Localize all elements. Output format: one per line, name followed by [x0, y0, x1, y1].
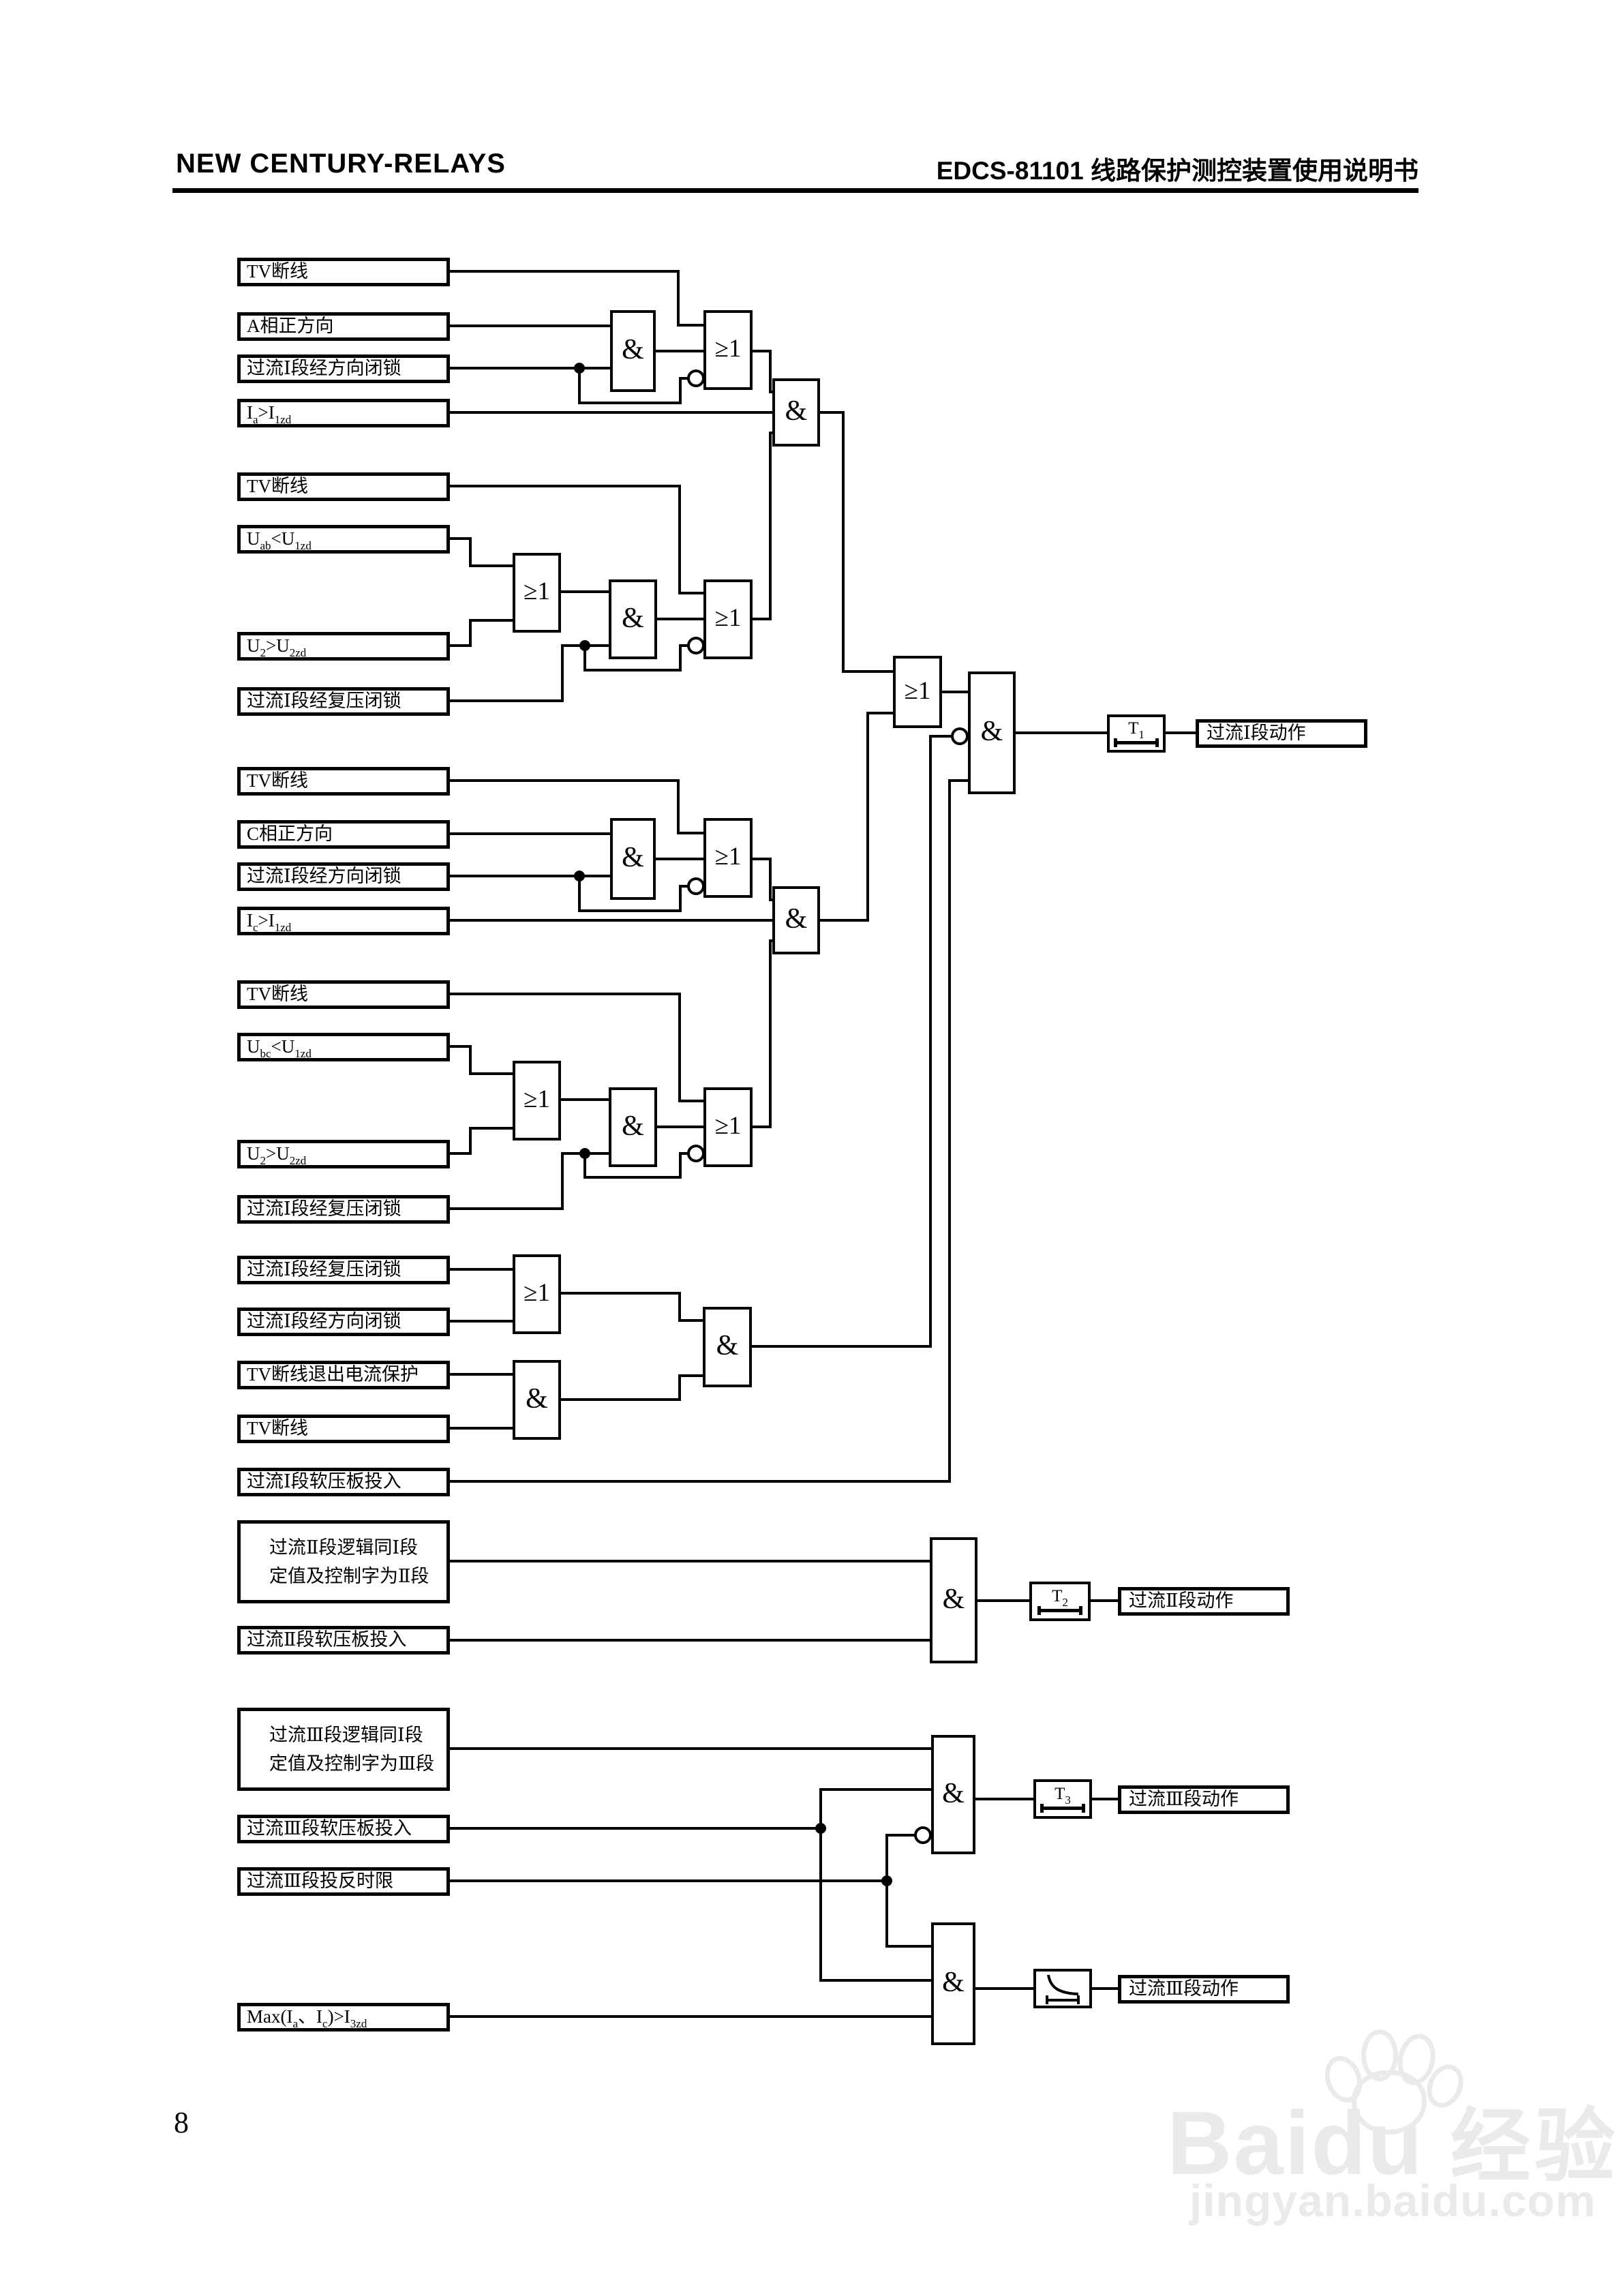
input-stage3-logic-setting: 过流Ⅲ段逻辑同Ⅰ段 定值及控制字为Ⅲ段 — [237, 1708, 450, 1791]
input-tv-broken-1: TV断线 — [237, 258, 450, 286]
input-stage1-voltage-block-2: 过流Ⅰ段经复压闭锁 — [237, 1195, 450, 1224]
wires — [449, 270, 1196, 2018]
input-stage1-direction-block-3: 过流Ⅰ段经方向闭锁 — [237, 1308, 450, 1336]
input-max-current-over-setting: Max(Ia、Ic)>I3zd — [237, 2003, 450, 2031]
delay-symbol-icon — [1037, 1605, 1082, 1615]
or-gate-phase-a-direction: ≥1 — [703, 310, 753, 390]
input-phase-c-forward: C相正方向 — [237, 820, 450, 849]
and-gate-phase-c-direction: & — [610, 818, 656, 900]
or-gate-phase-c-voltage-release: ≥1 — [703, 1087, 753, 1167]
inverse-time-curve-icon — [1046, 1974, 1080, 2004]
input-stage1-soft-plate: 过流Ⅰ段软压板投入 — [237, 1468, 450, 1496]
and-gate-phase-c-voltage: & — [609, 1087, 657, 1167]
and-gate-stage1-output: & — [968, 671, 1016, 794]
output-stage1-trip: 过流Ⅰ段动作 — [1196, 719, 1367, 748]
input-tv-broken-3: TV断线 — [237, 767, 450, 796]
input-tv-broken-exit-protection: TV断线退出电流保护 — [237, 1361, 450, 1389]
watermark-brand-suffix: 经验 — [1450, 2102, 1620, 2192]
input-tv-broken-2: TV断线 — [237, 472, 450, 501]
or-gate-stage1-phases: ≥1 — [893, 656, 942, 728]
output-stage3-trip-inverse: 过流Ⅲ段动作 — [1118, 1975, 1290, 2004]
output-stage3-trip-definite: 过流Ⅲ段动作 — [1118, 1785, 1290, 1814]
inverse-time-element — [1033, 1969, 1092, 2008]
or-gate-phase-a-voltage: ≥1 — [513, 553, 561, 633]
input-stage3-inverse-time-enabled: 过流Ⅲ段投反时限 — [237, 1867, 450, 1896]
input-u2-over-setting-2: U2>U2zd — [237, 1140, 450, 1168]
inverter-circles — [687, 369, 969, 1844]
input-phase-a-forward: A相正方向 — [237, 312, 450, 341]
input-stage2-soft-plate: 过流Ⅱ段软压板投入 — [237, 1626, 450, 1655]
baidu-paw-icon — [1318, 2028, 1470, 2134]
output-stage2-trip: 过流Ⅱ段动作 — [1118, 1587, 1290, 1616]
input-ia-over-setting: Ia>I1zd — [237, 399, 450, 427]
input-u2-over-setting-1: U2>U2zd — [237, 632, 450, 661]
and-gate-stage3-inverse-time: & — [931, 1922, 975, 2045]
input-stage1-voltage-block-1: 过流Ⅰ段经复压闭锁 — [237, 687, 450, 716]
header-company: NEW CENTURY-RELAYS — [176, 149, 506, 179]
and-gate-phase-a-voltage: & — [609, 579, 657, 659]
and-gate-phase-c-trip: & — [772, 886, 820, 954]
input-tv-broken-4: TV断线 — [237, 980, 450, 1009]
and-gate-phase-a-direction: & — [610, 310, 656, 392]
or-gate-blocking: ≥1 — [513, 1254, 561, 1334]
junction-dots — [574, 363, 892, 1886]
input-stage1-direction-block-2: 过流Ⅰ段经方向闭锁 — [237, 862, 450, 891]
timer-t3: T3 — [1033, 1779, 1092, 1819]
delay-symbol-icon — [1114, 738, 1159, 747]
input-stage2-logic-setting: 过流Ⅱ段逻辑同Ⅰ段 定值及控制字为Ⅱ段 — [237, 1520, 450, 1603]
and-gate-blocking-combine: & — [703, 1307, 752, 1387]
timer-t2: T2 — [1029, 1582, 1091, 1621]
or-gate-phase-a-voltage-release: ≥1 — [703, 579, 753, 659]
and-gate-tv-blocking: & — [513, 1360, 561, 1440]
page-number: 8 — [174, 2106, 189, 2139]
watermark-brand: Baidu 经验 — [1167, 2093, 1620, 2193]
delay-symbol-icon — [1040, 1803, 1085, 1813]
input-tv-broken-5: TV断线 — [237, 1415, 450, 1443]
or-gate-phase-c-voltage: ≥1 — [513, 1061, 561, 1141]
input-stage3-soft-plate: 过流Ⅲ段软压板投入 — [237, 1815, 450, 1843]
and-gate-stage3-definite-time: & — [931, 1735, 975, 1854]
input-uab-under-setting: Uab<U1zd — [237, 525, 450, 554]
watermark-url: jingyan.baidu.com — [1189, 2175, 1596, 2226]
header-rule — [172, 188, 1419, 193]
input-ic-over-setting: Ic>I1zd — [237, 907, 450, 935]
input-stage1-direction-block-1: 过流Ⅰ段经方向闭锁 — [237, 354, 450, 383]
input-ubc-under-setting: Ubc<U1zd — [237, 1033, 450, 1061]
or-gate-phase-c-direction: ≥1 — [703, 818, 753, 898]
timer-t1: T1 — [1107, 714, 1166, 753]
header-doc-title: EDCS-81101 线路保护测控装置使用说明书 — [936, 157, 1419, 185]
and-gate-phase-a-trip: & — [772, 378, 820, 447]
and-gate-stage2-output: & — [930, 1537, 977, 1663]
input-stage1-voltage-block-3: 过流Ⅰ段经复压闭锁 — [237, 1256, 450, 1284]
